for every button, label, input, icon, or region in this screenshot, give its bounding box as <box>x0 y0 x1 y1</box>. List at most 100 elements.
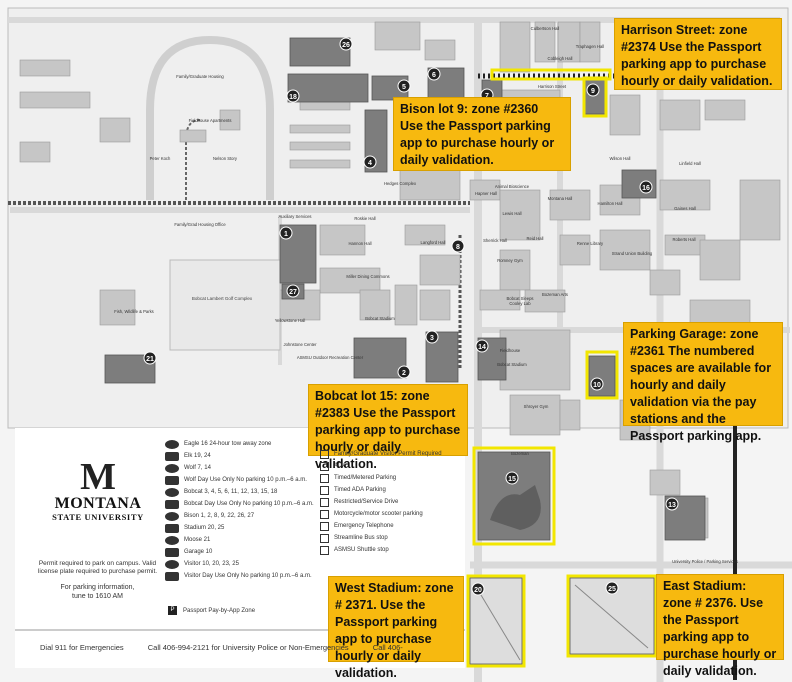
footer-other: Call 406- <box>372 643 403 652</box>
legend-symbol-entry: Emergency Telephone <box>320 520 470 532</box>
legend-permit-icon <box>165 571 179 581</box>
legend-symbol-label: ADA <box>334 462 347 469</box>
legend-entry-label: Eagle 16 24-hour tow away zone <box>184 441 272 447</box>
legend-permit-icon <box>165 499 179 509</box>
legend-entry-label: Elk 19, 24 <box>184 453 211 459</box>
legend-entry: Wolf 7, 14 <box>165 462 325 474</box>
place-label: Wilson Hall <box>610 156 631 161</box>
legend-permit-icon <box>165 475 179 485</box>
place-label: Yellowstone Hall <box>275 318 306 323</box>
place-label: Miller Dining Commons <box>346 274 389 279</box>
legend-symbol-label: ASMSU Shuttle stop <box>334 546 389 553</box>
svg-text:10: 10 <box>593 382 601 389</box>
msu-logo-name: MONTANA <box>54 495 142 512</box>
place-label: Bobcat Stadium <box>365 316 395 321</box>
place-label: Bozeman Arts <box>542 292 568 297</box>
place-label: Harrison Street <box>538 84 567 89</box>
svg-text:27: 27 <box>289 289 297 296</box>
place-label: Shroyer Gym <box>524 404 549 409</box>
parking-info-line2: tune to 1610 AM <box>72 593 123 600</box>
passport-key: P Passport Pay-by-App Zone <box>168 606 255 615</box>
lot-marker-20: 20 <box>471 582 485 596</box>
legend-entry-label: Moose 21 <box>184 537 211 543</box>
lot-marker-14: 14 <box>475 339 489 353</box>
place-label: Cooley Lab <box>509 301 531 306</box>
lot-marker-26: 26 <box>339 37 353 51</box>
legend-entry-label: Bobcat Day Use Only No parking 10 p.m.–6… <box>184 501 314 507</box>
footer: Dial 911 for Emergencies Call 406-994-21… <box>40 643 425 652</box>
lot-marker-25: 25 <box>605 581 619 595</box>
legend-symbol-icon <box>320 473 329 483</box>
legend-symbol-icon <box>320 545 329 555</box>
svg-text:21: 21 <box>146 356 154 363</box>
legend-permit-icon <box>165 439 179 449</box>
legend-entry-label: Wolf Day Use Only No parking 10 p.m.–6 a… <box>184 477 307 483</box>
svg-text:14: 14 <box>478 344 486 351</box>
legend-symbol-icon <box>320 449 329 459</box>
place-label: Animal Bioscience <box>495 184 530 189</box>
place-label: Traphagen Hall <box>576 44 605 49</box>
callout-east-stadium-text: East Stadium: zone # 2376. Use the Passp… <box>663 579 777 678</box>
place-label: Roberts Hall <box>672 237 695 242</box>
callout-parking-garage: Parking Garage: zone #2361 The numbered … <box>623 322 783 443</box>
place-label: Bobcat Stadium <box>497 362 527 367</box>
place-label: Hamilton Hall <box>598 201 623 206</box>
legend-symbol-icon <box>320 485 329 495</box>
bobcat-silhouette <box>490 485 541 530</box>
passport-icon: P <box>168 606 177 615</box>
legend-entry: Bison 1, 2, 8, 9, 22, 26, 27 <box>165 510 325 522</box>
legend-permit-icon <box>165 463 179 473</box>
place-label: Nelson Story <box>213 156 238 161</box>
lot-2 <box>353 337 407 379</box>
place-label: Hannon Hall <box>348 241 371 246</box>
legend-entry: Wolf Day Use Only No parking 10 p.m.–6 a… <box>165 474 325 486</box>
lot-marker-8: 8 <box>451 239 465 253</box>
place-label: Langford Hall <box>421 240 446 245</box>
place-label: University Police / Parking Services <box>672 559 738 564</box>
place-label: Family/Graduate Housing <box>176 74 224 79</box>
legend-symbol-icon <box>320 533 329 543</box>
golf-course <box>169 259 281 351</box>
place-label: Auxiliary Services <box>278 214 311 219</box>
lot-marker-10: 10 <box>590 377 604 391</box>
legend-symbol-label: Family/Graduate Visitor Permit Required <box>334 450 442 457</box>
legend-entry-label: Visitor Day Use Only No parking 10 p.m.–… <box>184 573 312 579</box>
legend-symbol-entry: ADA <box>320 460 470 472</box>
place-label: Reid Hall <box>527 236 544 241</box>
msu-logo-sub: STATE UNIVERSITY <box>52 512 144 522</box>
footer-emergency: Dial 911 for Emergencies <box>40 643 124 652</box>
lot-marker-15: 15 <box>505 471 519 485</box>
svg-text:7: 7 <box>485 93 489 100</box>
place-label: Fieldhouse Apartments <box>189 118 232 123</box>
legend-entry: Elk 19, 24 <box>165 450 325 462</box>
legend-permit-icon <box>165 559 179 569</box>
place-label: Fieldhouse <box>500 348 521 353</box>
place-label: Bozeman <box>511 451 529 456</box>
legend-permit-icon <box>165 547 179 557</box>
legend-entry-label: Bison 1, 2, 8, 9, 22, 26, 27 <box>184 513 255 519</box>
place-label: Peter Koch <box>150 156 171 161</box>
place-label: Strand Union Building <box>612 251 653 256</box>
svg-text:9: 9 <box>591 88 595 95</box>
place-label: Hapner Hall <box>475 191 497 196</box>
lot-marker-27: 27 <box>286 284 300 298</box>
lot-16 <box>621 169 657 199</box>
msu-logo-m: M <box>80 456 116 498</box>
svg-text:5: 5 <box>402 84 406 91</box>
place-label: Roskie Hall <box>354 216 375 221</box>
callout-harrison-text: Harrison Street: zone #2374 Use the Pass… <box>621 23 773 88</box>
svg-text:8: 8 <box>456 244 460 251</box>
lot-marker-13: 13 <box>665 497 679 511</box>
legend-symbol-label: Timed/Metered Parking <box>334 474 397 481</box>
legend-symbol-icon <box>320 509 329 519</box>
parking-info: For parking information, tune to 1610 AM <box>30 583 165 601</box>
lot-markers: 2656184791612272131410151320258 <box>143 37 679 596</box>
callout-bison-text: Bison lot 9: zone #2360 Use the Passport… <box>400 102 555 167</box>
legend-permit-icon <box>165 451 179 461</box>
west-stadium-diagonal <box>474 584 521 661</box>
callout-west-stadium-text: West Stadium: zone # 2371. Use the Passp… <box>335 581 454 680</box>
passport-label: Passport Pay-by-App Zone <box>183 607 256 614</box>
legend-entry: Bobcat Day Use Only No parking 10 p.m.–6… <box>165 498 325 510</box>
lot-marker-2: 2 <box>397 365 411 379</box>
